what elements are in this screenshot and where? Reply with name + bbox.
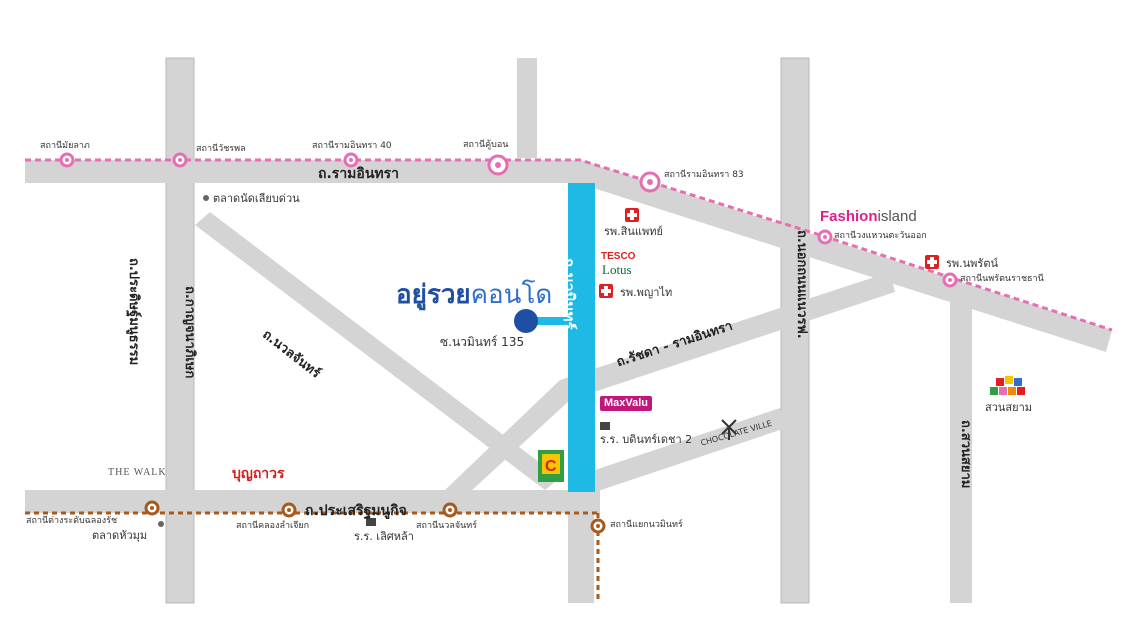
suan-sayam-road-label: ถ.สวนสยาม [958, 420, 973, 489]
condo-connector-shape [527, 317, 568, 325]
station-outer-ring-label: สถานีวงแหวนตะวันออก [834, 231, 927, 241]
maxvalu-logo: MaxValu [600, 396, 653, 411]
thewalk-logo: THE WALK [108, 467, 167, 478]
ram-inthra-road-shape [25, 160, 1112, 352]
lotus-label: Lotus [602, 262, 632, 277]
station-mayalap-label: สถานีมัยลาภ [40, 141, 90, 151]
station-watcharaphon-label: สถานีวัชรพล [196, 144, 246, 154]
svg-text:C: C [545, 458, 557, 475]
rim-road-shape [780, 57, 810, 604]
nuan-chan-road-shape [195, 212, 560, 490]
pink-line [25, 158, 1113, 332]
nawamin-road-shape [568, 183, 595, 492]
brand-part2: คอนโด [470, 279, 553, 309]
tesco-label: TESCO [601, 251, 636, 262]
phyathai-hospital-label: รพ.พญาไท [620, 286, 673, 299]
fresh-market-label: ตลาดนัดเลียบด่วน [213, 192, 300, 205]
school-bandit-icon [600, 422, 610, 430]
sinphaet-hospital-label: รพ.สินแพทย์ [604, 225, 663, 238]
nawamin-label: ถ.นวมินทร์ [560, 258, 578, 330]
station-ram83-label: สถานีรามอินทรา 83 [664, 170, 744, 180]
brand-part1: อยู่รวย [396, 279, 471, 309]
condo-marker [514, 309, 538, 333]
condo-title: อยู่รวยคอนโด [396, 281, 552, 307]
suan-sayam-logo [990, 376, 1025, 395]
hua-mum-dot [158, 521, 164, 527]
windmill-icon [721, 419, 737, 440]
station-nopparat-label: สถานีนพรัตนราชธานี [960, 274, 1044, 284]
station-yaek-nawamin-label: สถานีแยกนวมินทร์ [610, 520, 683, 530]
suan-sayam-road-shape [950, 290, 972, 603]
station-ram40-label: สถานีรามอินทรา 40 [312, 141, 392, 151]
fashion-text: Fashion [820, 208, 878, 225]
condo-soi-label: ซ.นวมินทร์ 135 [440, 335, 525, 349]
station-tangradub-label: สถานีต่างระดับฉลองรัช [26, 516, 118, 526]
island-text: island [877, 208, 917, 225]
station-nuan-chan-label: สถานีนวลจันทร์ [416, 521, 478, 531]
school-bandit-label: ร.ร. บดินทร์เดชา 2 [600, 433, 693, 446]
rim-road-label: ถ.นอกถนนแนวรฟ. [794, 230, 809, 339]
ram-inthra-label: ถ.รามอินทรา [318, 166, 399, 182]
pradit-label: ถ.ประดิษฐ์มนูธรรม [126, 258, 141, 366]
station-khlong-label: สถานีคลองลำเจียก [236, 521, 310, 531]
chocolate-road-shape [595, 408, 786, 492]
ratchada-road-shape [445, 272, 895, 492]
school-lertla-icon [366, 518, 376, 526]
suan-sayam-label: สวนสยาม [985, 401, 1032, 414]
hua-mum-label: ตลาดหัวมุม [92, 529, 148, 542]
kanchanaphisek-label: ถ.กาญจนาภิเษก [182, 286, 197, 379]
nopparat-hospital-label: รพ.นพรัตน์ [946, 257, 998, 270]
khubon-road-shape [517, 58, 537, 158]
school-lertla-label: ร.ร. เลิศหล้า [354, 530, 414, 543]
fashion-island-logo: Fashionisland [820, 209, 917, 224]
boonthavorn-logo: บุญถาวร [232, 465, 285, 481]
prasert-label: ถ.ประเสริฐมนูกิจ [305, 503, 407, 519]
station-khubon-label: สถานีคู้บอน [463, 140, 509, 150]
market-dot [203, 195, 209, 201]
